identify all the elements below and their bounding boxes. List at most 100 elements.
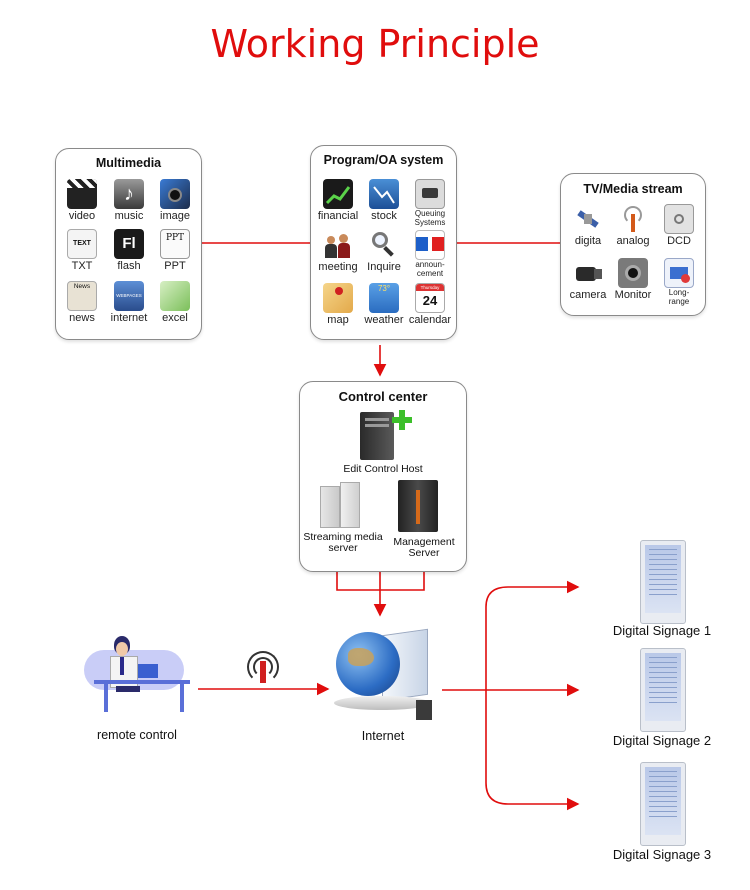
program-item-stock: stock xyxy=(353,179,415,222)
streaming-media-server-label: Streaming media server xyxy=(303,531,383,554)
remote-control-illustration xyxy=(76,636,190,714)
clapperboard-icon xyxy=(67,179,97,209)
server-host-icon xyxy=(360,412,394,460)
tv-item-monitor: Monitor xyxy=(602,258,664,301)
digital-signage-3-label: Digital Signage 3 xyxy=(612,847,712,862)
tv-title: TV/Media stream xyxy=(583,182,683,196)
announcement-icon xyxy=(415,230,445,260)
calendar-month: Thursday xyxy=(416,284,444,291)
video-camera-icon xyxy=(573,258,603,288)
link-hub-bus xyxy=(485,586,509,805)
tv-label-monitor: Monitor xyxy=(614,289,652,301)
music-icon: ♪ xyxy=(114,179,144,209)
program-item-map: map xyxy=(307,283,369,326)
meeting-icon xyxy=(323,230,353,260)
excel-icon xyxy=(160,281,190,311)
program-label-map: map xyxy=(327,314,349,326)
magnifier-icon xyxy=(369,230,399,260)
camera-icon xyxy=(160,179,190,209)
program-label-inquire: Inquire xyxy=(367,261,401,273)
multimedia-label-image: image xyxy=(160,210,190,222)
control-center-box: Control center Edit Control Host Streami… xyxy=(299,381,467,572)
wireless-antenna-icon xyxy=(247,651,279,683)
multimedia-label-excel: excel xyxy=(162,312,188,324)
txt-file-icon: TEXT xyxy=(67,229,97,259)
tv-label-camera: camera xyxy=(569,289,607,301)
antenna-icon xyxy=(618,204,648,234)
program-label-queuing: Queuing Systems xyxy=(414,209,446,227)
satellite-icon xyxy=(573,204,603,234)
control-center-title: Control center xyxy=(338,389,428,404)
multimedia-item-excel: excel xyxy=(144,281,206,324)
program-item-calendar: Thursday 24 calendar xyxy=(399,283,461,326)
map-icon xyxy=(323,283,353,313)
program-label-announcement: announ-cement xyxy=(415,260,445,278)
program-label-weather: weather xyxy=(364,314,404,326)
queuing-icon xyxy=(415,179,445,209)
edit-control-host-label: Edit Control Host xyxy=(343,463,423,475)
streaming-server-icon xyxy=(320,482,362,528)
program-item-inquire: Inquire xyxy=(353,230,415,273)
remote-control-node xyxy=(72,628,197,720)
multimedia-item-image: image xyxy=(144,179,206,222)
monitor-camera-icon xyxy=(618,258,648,288)
page-title: Working Principle xyxy=(210,22,540,66)
program-title: Program/OA system xyxy=(323,153,444,167)
digital-signage-1-device xyxy=(640,540,686,624)
multimedia-label-flash: flash xyxy=(117,260,141,272)
program-box: Program/OA system financial stock Queuin… xyxy=(310,145,457,340)
stock-icon xyxy=(369,179,399,209)
multimedia-box: Multimedia video ♪ music image TEXT TXT … xyxy=(55,148,202,340)
digital-signage-2-label: Digital Signage 2 xyxy=(612,733,712,748)
dcd-icon xyxy=(664,204,694,234)
tv-item-dcd: DCD xyxy=(648,204,710,247)
multimedia-item-news: News news xyxy=(51,281,113,324)
financial-chart-icon xyxy=(323,179,353,209)
program-item-weather: 73° weather xyxy=(353,283,415,326)
tv-box: TV/Media stream digita analog DCD camera… xyxy=(560,173,706,316)
internet-label: Internet xyxy=(361,729,405,743)
multimedia-item-flash: Fl flash xyxy=(98,229,160,272)
multimedia-item-video: video xyxy=(51,179,113,222)
program-label-meeting: meeting xyxy=(318,261,358,273)
program-item-meeting: meeting xyxy=(307,230,369,273)
tv-label-dcd: DCD xyxy=(667,235,691,247)
program-item-financial: financial xyxy=(307,179,369,222)
multimedia-item-ppt: PPT PPT xyxy=(144,229,206,272)
add-plus-icon xyxy=(392,410,412,430)
tv-item-digita: digita xyxy=(557,204,619,247)
program-item-queuing: Queuing Systems xyxy=(399,179,461,227)
news-icon: News xyxy=(67,281,97,311)
digital-signage-3-device xyxy=(640,762,686,846)
multimedia-item-txt: TEXT TXT xyxy=(51,229,113,272)
calendar-icon: Thursday 24 xyxy=(415,283,445,313)
multimedia-label-ppt: PPT xyxy=(164,260,186,272)
tv-item-long-range: Long-range xyxy=(648,258,710,306)
multimedia-title: Multimedia xyxy=(95,156,162,170)
multimedia-label-internet: internet xyxy=(110,312,148,324)
program-label-stock: stock xyxy=(371,210,397,222)
weather-icon: 73° xyxy=(369,283,399,313)
program-label-financial: financial xyxy=(317,210,359,222)
management-server-label: Management Server xyxy=(393,536,455,559)
ppt-icon: PPT xyxy=(160,229,190,259)
multimedia-label-txt: TXT xyxy=(71,260,93,272)
digital-signage-2-device xyxy=(640,648,686,732)
internet-globe-icon xyxy=(334,626,436,724)
tv-item-camera: camera xyxy=(557,258,619,301)
tv-item-analog: analog xyxy=(602,204,664,247)
tv-label-digita: digita xyxy=(574,235,602,247)
tv-label-long-range: Long-range xyxy=(668,288,690,306)
digital-signage-1-label: Digital Signage 1 xyxy=(612,623,712,638)
flash-icon: Fl xyxy=(114,229,144,259)
management-server-icon xyxy=(398,480,438,532)
multimedia-item-music: ♪ music xyxy=(98,179,160,222)
tv-label-analog: analog xyxy=(616,235,650,247)
webpage-icon: WEBPAGES xyxy=(114,281,144,311)
multimedia-item-internet: WEBPAGES internet xyxy=(98,281,160,324)
multimedia-label-video: video xyxy=(68,210,96,222)
program-item-announcement: announ-cement xyxy=(399,230,461,278)
multimedia-label-news: news xyxy=(69,312,95,324)
multimedia-label-music: music xyxy=(114,210,144,222)
